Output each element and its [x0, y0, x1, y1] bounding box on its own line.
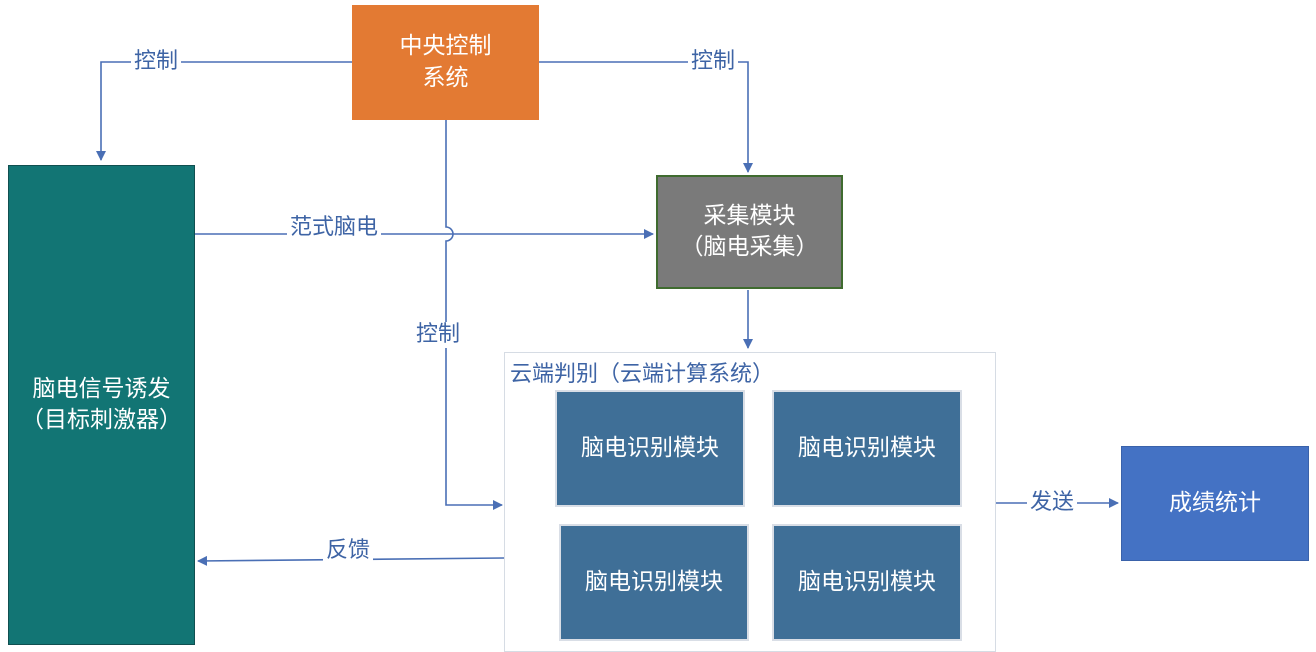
stimulus-line1: 脑电信号诱发	[32, 375, 171, 402]
edge-label-send: 发送	[1027, 490, 1078, 516]
edge-label-control-right: 控制	[688, 49, 739, 75]
edge-label-paradigm-eeg: 范式脑电	[287, 215, 382, 241]
eeg-recognition-module: 脑电识别模块	[772, 390, 962, 507]
eeg-recognition-module: 脑电识别模块	[772, 524, 962, 641]
eeg-recognition-label: 脑电识别模块	[798, 568, 936, 595]
score-statistics-node: 成绩统计	[1121, 446, 1309, 561]
collection-line1: 采集模块	[703, 202, 796, 229]
eeg-recognition-label: 脑电识别模块	[798, 434, 936, 461]
eeg-recognition-label: 脑电识别模块	[581, 434, 719, 461]
edge-label-feedback: 反馈	[323, 538, 374, 564]
central-control-line1: 中央控制	[399, 33, 492, 60]
cloud-judgment-title: 云端判别（云端计算系统）	[510, 362, 775, 387]
eeg-recognition-label: 脑电识别模块	[585, 568, 723, 595]
stimulus-node: 脑电信号诱发 （目标刺激器）	[8, 165, 195, 645]
central-control-node: 中央控制 系统	[352, 5, 539, 120]
edge-control-to-cloud	[445, 120, 503, 510]
edge-control-to-stimulus	[96, 61, 352, 161]
stimulus-line2: （目标刺激器）	[21, 407, 182, 433]
score-statistics-label: 成绩统计	[1169, 489, 1261, 516]
edge-label-control-left: 控制	[131, 49, 182, 75]
eeg-recognition-module: 脑电识别模块	[559, 524, 749, 641]
collection-line2: （脑电采集）	[680, 234, 819, 260]
collection-module-node: 采集模块 （脑电采集）	[656, 175, 843, 289]
edge-control-to-collect	[539, 61, 753, 173]
central-control-line2: 系统	[422, 64, 469, 91]
edge-label-control-down: 控制	[413, 322, 464, 348]
eeg-recognition-module: 脑电识别模块	[555, 390, 745, 507]
